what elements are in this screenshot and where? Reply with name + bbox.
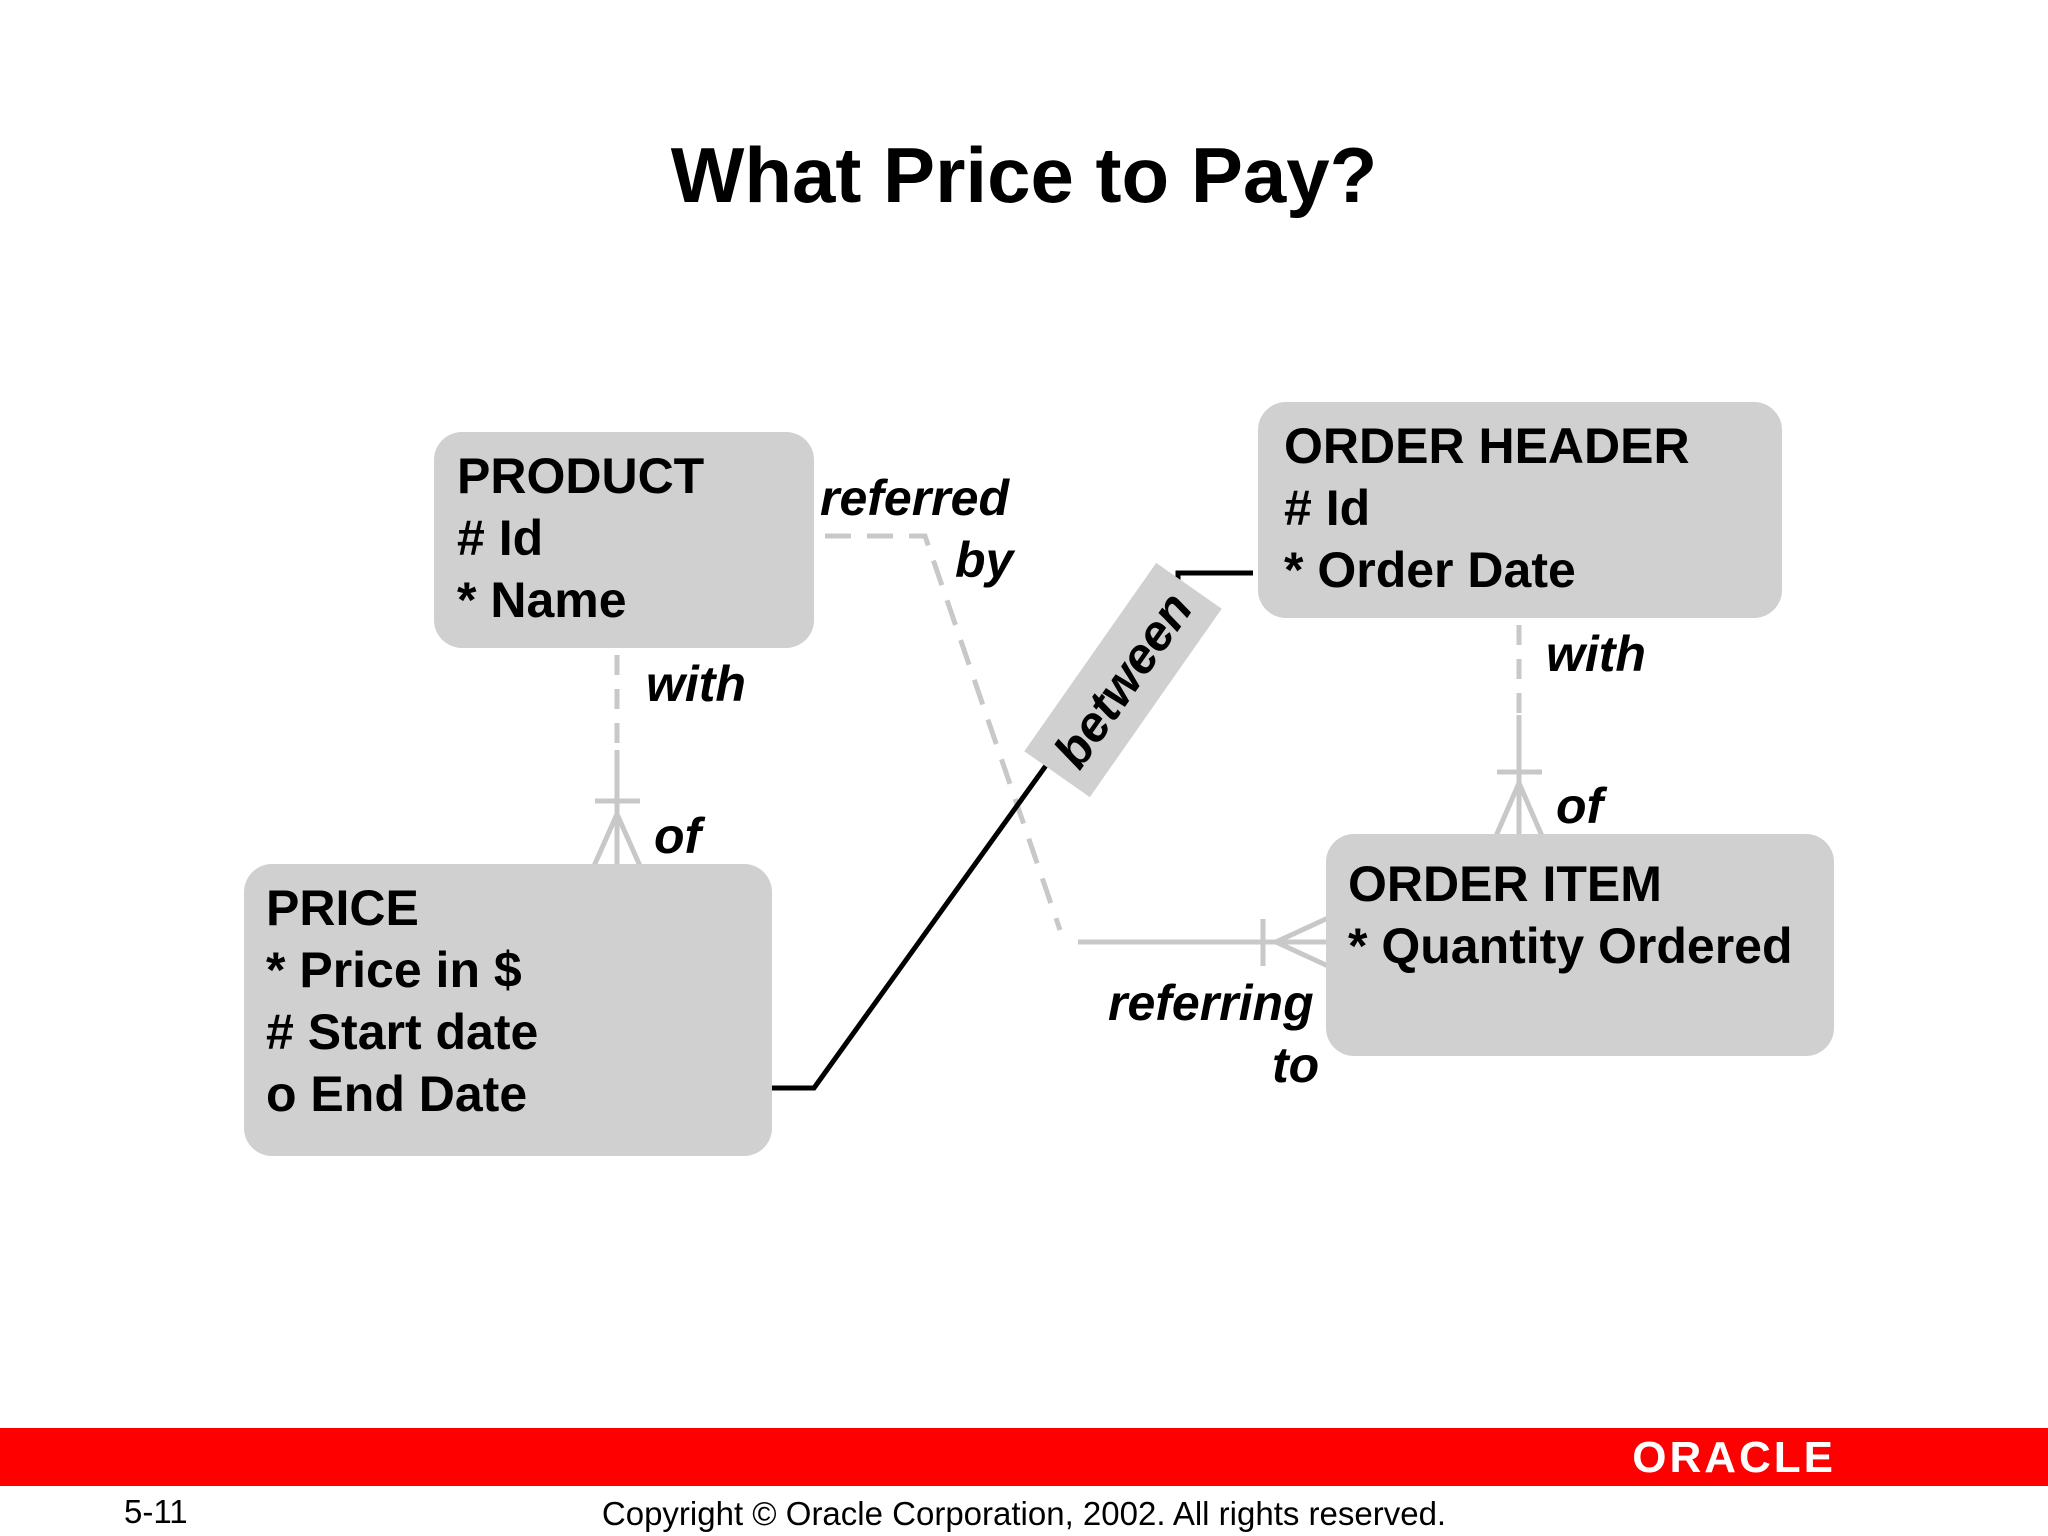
entity-product-attribute: * Name bbox=[457, 572, 627, 628]
entity-order-header-attribute: # Id bbox=[1284, 480, 1371, 536]
entity-product: PRODUCT # Id * Name bbox=[434, 432, 814, 648]
entity-order-header-name: ORDER HEADER bbox=[1284, 418, 1690, 474]
entity-product-name: PRODUCT bbox=[457, 448, 705, 504]
slide-title: What Price to Pay? bbox=[670, 131, 1378, 219]
product-item-lower-label-line1: referring bbox=[1108, 975, 1314, 1031]
header-item-lower-label: of bbox=[1556, 778, 1604, 834]
entity-price-name: PRICE bbox=[266, 880, 419, 936]
product-item-upper-label-line2: by bbox=[955, 532, 1014, 588]
product-item-lower-label-line2: to bbox=[1272, 1037, 1320, 1093]
product-price-crowfoot bbox=[591, 807, 643, 868]
entity-price: PRICE * Price in $ # Start date o End Da… bbox=[244, 864, 772, 1156]
header-item-upper-label: with bbox=[1546, 626, 1646, 682]
entity-price-attribute: o End Date bbox=[266, 1066, 528, 1122]
entity-price-attribute: # Start date bbox=[266, 1004, 539, 1060]
entity-price-attribute: * Price in $ bbox=[266, 942, 522, 998]
page-number: 5-11 bbox=[124, 1493, 188, 1530]
product-item-crowfoot bbox=[1270, 915, 1330, 969]
entity-order-item-attribute: * Quantity Ordered bbox=[1348, 918, 1793, 974]
product-price-upper-label: with bbox=[646, 656, 746, 712]
product-item-upper-label-line1: referred bbox=[820, 470, 1009, 526]
entity-product-attribute: # Id bbox=[457, 510, 544, 566]
copyright-notice: Copyright © Oracle Corporation, 2002. Al… bbox=[601, 1495, 1447, 1532]
header-item-crowfoot bbox=[1493, 776, 1545, 837]
entity-order-header-attribute: * Order Date bbox=[1284, 542, 1576, 598]
oracle-logo: ORACLE bbox=[1632, 1433, 1836, 1482]
product-item-optional-segment bbox=[825, 533, 1063, 931]
entity-order-header: ORDER HEADER # Id * Order Date bbox=[1258, 402, 1782, 618]
footer-bar bbox=[0, 1428, 2048, 1486]
entity-order-item: ORDER ITEM * Quantity Ordered bbox=[1326, 834, 1834, 1056]
entity-order-item-name: ORDER ITEM bbox=[1348, 856, 1662, 912]
product-price-lower-label: of bbox=[654, 808, 702, 864]
